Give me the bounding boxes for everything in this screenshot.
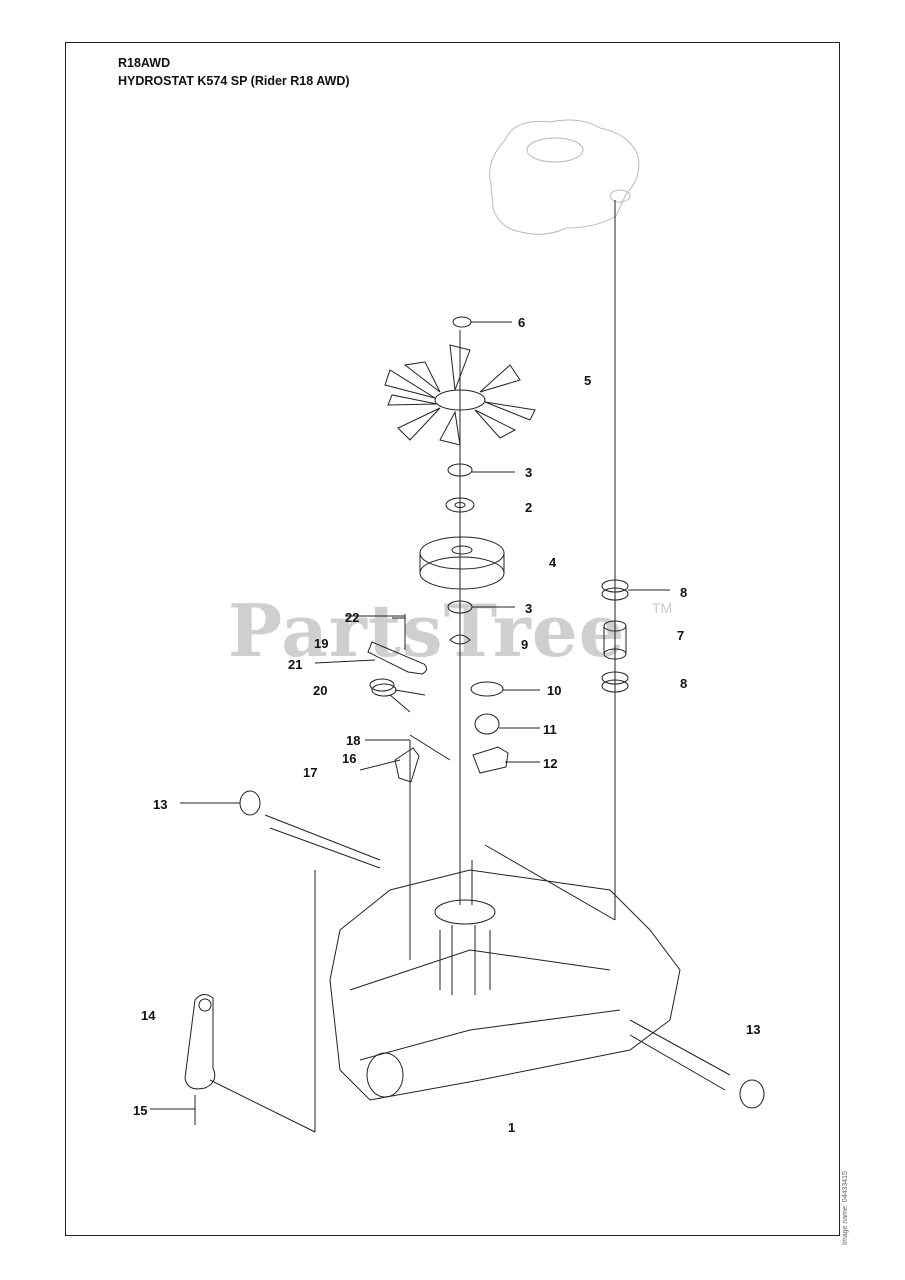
callout-3-lower: 3 — [525, 601, 533, 616]
lever-part-14 — [150, 994, 216, 1125]
washer-part-3-upper — [447, 463, 515, 477]
callout-19: 19 — [314, 636, 329, 651]
callout-22: 22 — [345, 610, 360, 625]
callout-13-right: 13 — [746, 1022, 761, 1037]
callout-8-upper: 8 — [680, 585, 688, 600]
nut-part-6 — [452, 316, 512, 328]
arm-part-17 — [359, 739, 420, 960]
housing-leader-lines — [209, 734, 616, 1133]
callout-7: 7 — [677, 628, 685, 643]
washer-part-3-lower — [447, 600, 515, 614]
callout-15: 15 — [133, 1103, 148, 1118]
transaxle-housing-part-1 — [329, 860, 681, 1101]
callout-2: 2 — [525, 500, 533, 515]
diagram-frame — [65, 42, 840, 1236]
axle-part-13-right — [629, 1019, 765, 1109]
callout-12: 12 — [543, 756, 558, 771]
cap-part-10 — [470, 681, 540, 697]
callout-20: 20 — [313, 683, 328, 698]
callout-14: 14 — [141, 1008, 156, 1023]
callout-1: 1 — [508, 1120, 516, 1135]
callout-16: 16 — [342, 751, 357, 766]
callout-6: 6 — [518, 315, 526, 330]
callout-21: 21 — [288, 657, 303, 672]
bearing-part-8-lower — [601, 671, 629, 693]
callout-3-upper: 3 — [525, 465, 533, 480]
diagram-title: HYDROSTAT K574 SP (Rider R18 AWD) — [118, 74, 350, 88]
callout-17: 17 — [303, 765, 318, 780]
watermark: PartsTree — [228, 588, 626, 673]
bearing-part-8-upper — [601, 579, 670, 601]
watermark-trademark: TM — [652, 600, 673, 616]
axle-part-13-left — [180, 790, 381, 869]
model-code: R18AWD — [118, 56, 171, 70]
callout-9: 9 — [521, 637, 529, 652]
fan-part-5 — [384, 344, 536, 446]
bushing-part-7 — [603, 620, 627, 660]
spring-part-20 — [369, 678, 426, 713]
callout-4: 4 — [549, 555, 557, 570]
pulley-part-4 — [419, 536, 505, 590]
callout-10: 10 — [547, 683, 562, 698]
callout-13-left: 13 — [153, 797, 168, 812]
image-code: Image name: 04433415 — [842, 1171, 849, 1245]
engine-outline — [489, 119, 640, 235]
callout-18: 18 — [346, 733, 361, 748]
cam-part-12 — [472, 746, 540, 774]
seal-part-11 — [474, 713, 540, 735]
callout-11: 11 — [543, 722, 557, 737]
callout-8-lower: 8 — [680, 676, 688, 691]
clip-part-9 — [449, 634, 471, 645]
transaxle-fins — [439, 925, 491, 995]
lever-part-19 — [314, 614, 428, 675]
washer-part-2 — [445, 497, 475, 513]
callout-5: 5 — [584, 373, 592, 388]
